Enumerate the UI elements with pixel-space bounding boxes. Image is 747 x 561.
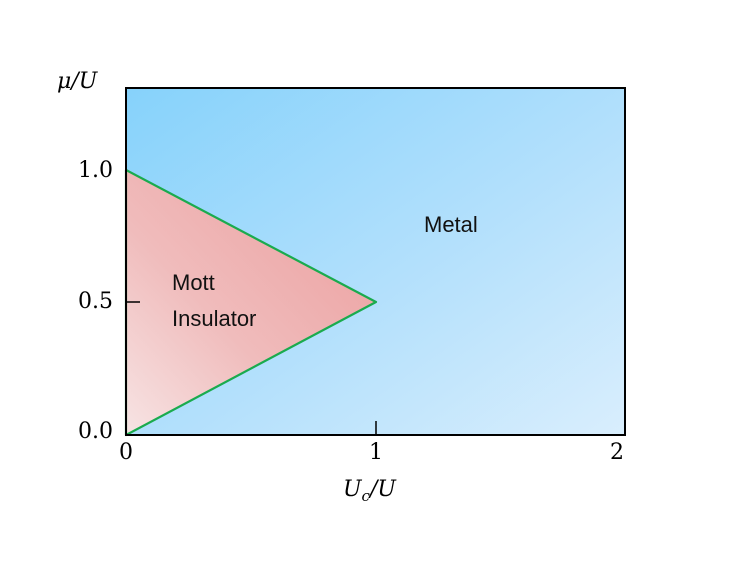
x-axis-label-tail: /U (368, 477, 397, 502)
y-tick-label: 1.0 (78, 158, 113, 183)
x-tick-label: 1 (369, 440, 383, 465)
region-label-metal: Metal (424, 212, 478, 237)
y-tick-label: 0.0 (78, 419, 113, 444)
x-axis-label-sub: c (362, 487, 371, 505)
region-label-mott: Mott (172, 270, 215, 295)
region-label-insulator: Insulator (172, 306, 256, 331)
x-axis-label: Uc/U (343, 477, 397, 505)
y-tick-label: 0.5 (78, 289, 113, 314)
x-tick-label: 0 (119, 440, 133, 465)
x-tick-label: 2 (610, 440, 624, 465)
x-axis-label-main: U (343, 477, 363, 502)
y-axis-label: μ/U (57, 69, 99, 94)
